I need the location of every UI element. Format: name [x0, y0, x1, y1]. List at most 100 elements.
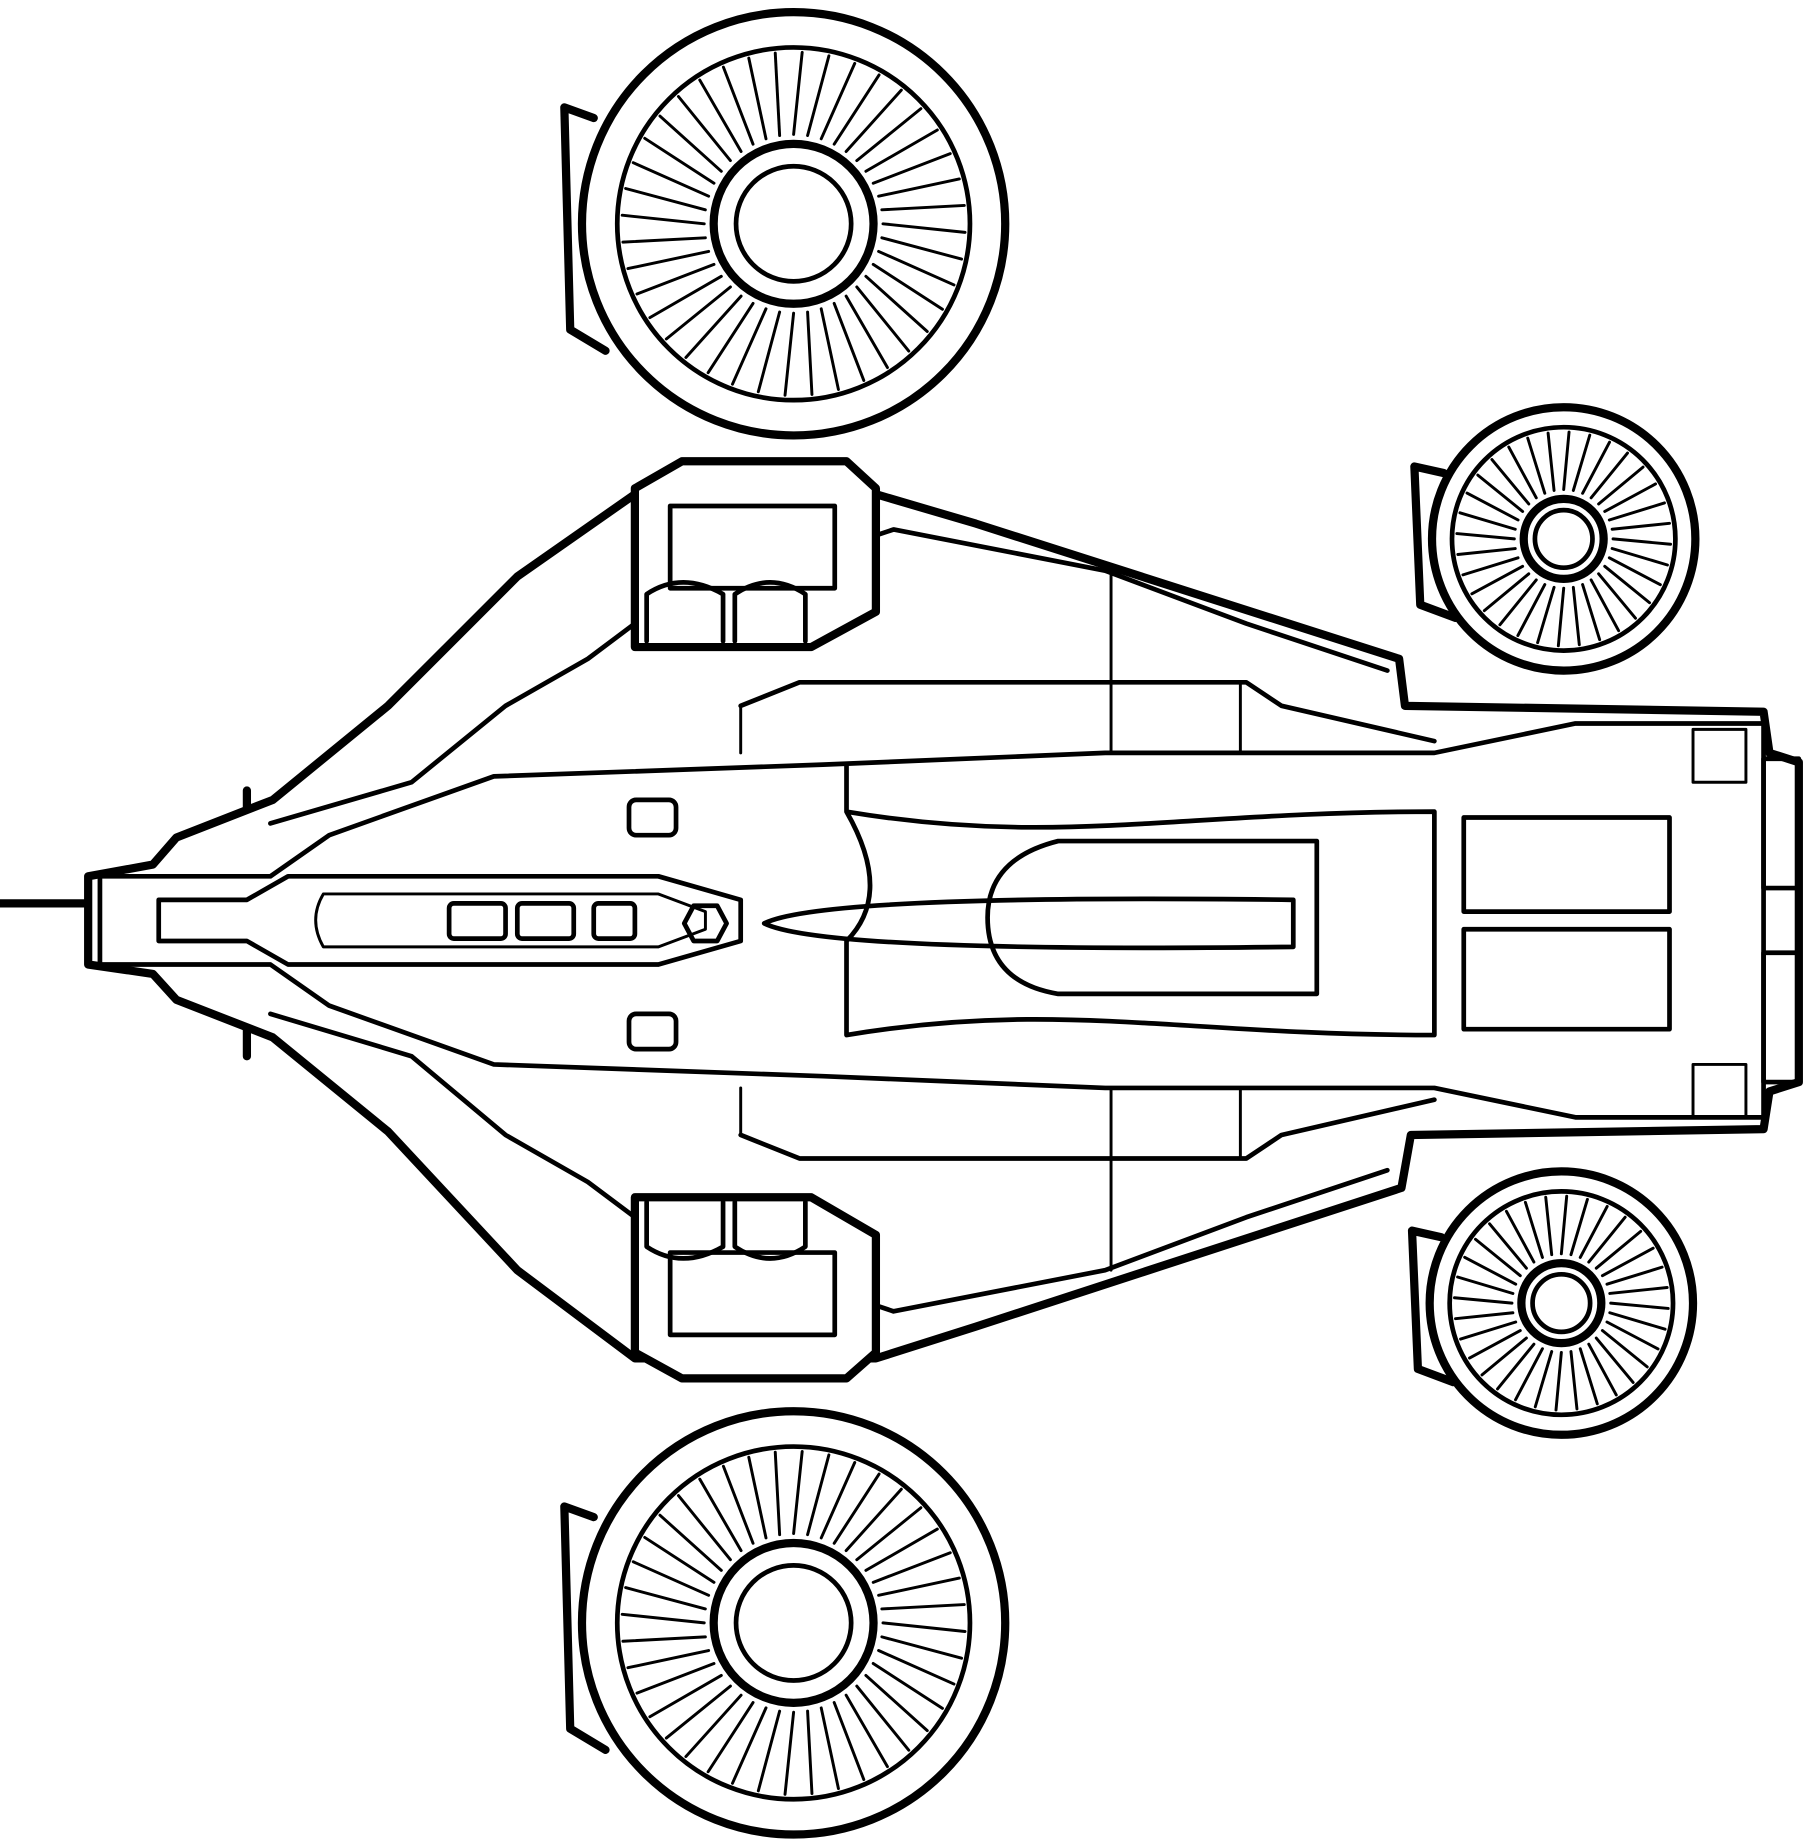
engine-cowl: [1407, 1226, 1458, 1387]
fan-blade: [819, 1706, 840, 1791]
fan-blade: [1496, 1342, 1536, 1391]
fan-blade: [1473, 1237, 1522, 1278]
fan-blade: [1476, 473, 1525, 513]
fan-blade: [783, 311, 796, 397]
fan-blade: [1610, 547, 1669, 567]
fan-blade: [1463, 1255, 1518, 1286]
fan-blade: [864, 1527, 939, 1572]
fan-blade: [626, 1649, 711, 1670]
fan-blade: [1454, 1311, 1515, 1321]
fan-blade: [880, 236, 964, 261]
fan-blade: [698, 1477, 743, 1553]
fan-blade: [721, 1464, 755, 1545]
fan-blade: [880, 203, 966, 212]
fan-blade: [806, 54, 831, 138]
fan-blade: [1581, 440, 1611, 495]
fan-blade: [1569, 1350, 1579, 1411]
fan-blade: [676, 1494, 732, 1562]
fan-blade: [1600, 1329, 1649, 1369]
rear-spine-blade: [761, 896, 1296, 951]
fan-blade: [880, 1603, 966, 1611]
engine-hub-inner: [733, 163, 854, 284]
fan-blade: [648, 274, 723, 320]
fan-blade: [676, 95, 732, 163]
engine-hub-inner: [1530, 1271, 1593, 1335]
fan-blade: [871, 1661, 944, 1710]
fan-blade: [1608, 1286, 1669, 1295]
canopy-window: [446, 901, 508, 941]
fan-blade: [1456, 547, 1517, 556]
fan-blade: [844, 294, 889, 370]
fan-blade: [1480, 1336, 1528, 1377]
fan-blade: [648, 1673, 723, 1719]
fan-blade: [1458, 511, 1517, 531]
fan-blade: [832, 73, 881, 146]
fan-blade: [1578, 1347, 1599, 1406]
fan-blade: [747, 56, 768, 141]
fan-blade: [819, 307, 840, 391]
fan-blade: [1597, 465, 1645, 506]
fan-blade: [877, 1576, 961, 1597]
fan-blade: [631, 1560, 711, 1597]
fan-blade: [756, 1709, 782, 1793]
engine-cowl: [560, 103, 610, 355]
fan-blade: [1461, 556, 1520, 577]
engine-pylon-bottom: [630, 1193, 881, 1383]
fan-ring: [614, 1444, 973, 1802]
fan-blade: [698, 78, 743, 153]
rear-thruster-top: [1761, 756, 1802, 891]
fan-blade: [747, 1455, 768, 1540]
fan-blade: [624, 187, 707, 212]
engine-top-large: [560, 8, 1010, 440]
rear-thruster-bottom: [1761, 950, 1802, 1085]
fan-blade: [1468, 1329, 1522, 1360]
fan-blade: [664, 1684, 732, 1740]
rear-dome: [985, 838, 1320, 997]
fan-blade: [1453, 1296, 1514, 1305]
fan-blade: [1611, 537, 1673, 546]
fan-blade: [635, 262, 716, 296]
fan-ring: [1447, 1189, 1676, 1418]
fan-blade: [880, 1635, 964, 1660]
fan-blade: [1536, 585, 1556, 645]
engine-top-right-small: [1410, 403, 1700, 675]
fan-blade: [631, 161, 711, 198]
fan-blade: [1587, 1342, 1618, 1397]
fan-blade: [1607, 501, 1666, 522]
fuselage-core: [844, 762, 1437, 1038]
fan-blade: [1470, 564, 1525, 596]
fan-blade: [1523, 1200, 1544, 1259]
fan-ring: [1449, 424, 1678, 653]
fan-blade: [756, 310, 782, 394]
fan-blade: [1482, 572, 1531, 613]
fan-blade: [635, 1661, 716, 1695]
nose-sensor: [626, 797, 679, 838]
engine-bottom-large: [560, 1407, 1010, 1839]
fan-blade: [1456, 1275, 1515, 1295]
fan-blade: [871, 1551, 952, 1584]
fan-blade: [806, 310, 814, 396]
fan-blade: [1504, 1209, 1536, 1264]
fan-blade: [658, 114, 723, 173]
fan-blade: [819, 1461, 857, 1540]
fan-blade: [871, 152, 952, 185]
fan-blade: [706, 1701, 755, 1774]
fan-blade: [626, 249, 711, 271]
fan-blade: [792, 1449, 804, 1536]
fan-blade: [1562, 430, 1571, 491]
fan-blade: [806, 1453, 831, 1537]
fan-blade: [1526, 436, 1547, 495]
fan-blade: [1600, 1246, 1655, 1278]
fan-blade: [1559, 1194, 1569, 1256]
fan-blade: [1589, 578, 1621, 633]
fan-blade: [1571, 433, 1592, 492]
fan-blade: [1608, 1311, 1667, 1331]
fan-blade: [1490, 458, 1531, 506]
fan-blade: [1556, 586, 1566, 648]
fan-blade: [1578, 1204, 1609, 1259]
fan-blade: [877, 177, 961, 198]
fan-blade: [773, 1450, 782, 1537]
fan-blade: [624, 1586, 707, 1611]
fan-blade: [783, 1710, 796, 1796]
engine-cowl: [1410, 462, 1460, 623]
